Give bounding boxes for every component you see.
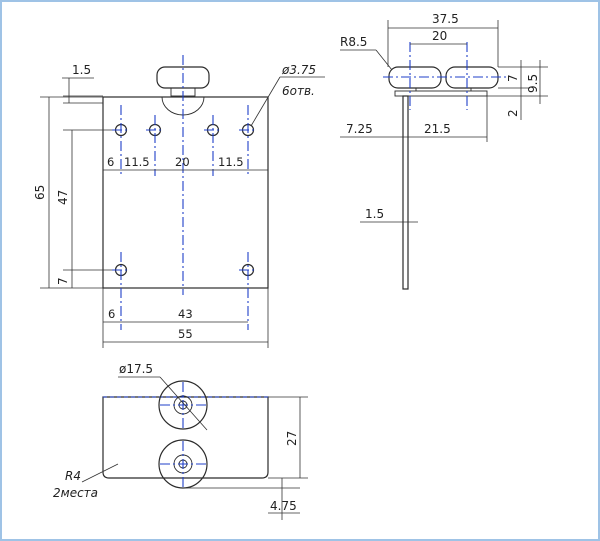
dim-11-5-left: 11.5 [124,155,150,169]
side-radius-label: R8.5 [340,35,367,49]
hole-centerlines [112,105,257,330]
dim-9-5: 9.5 [526,74,540,93]
dim-width-55: 55 [178,327,193,341]
dim-1-5: 1.5 [365,207,384,221]
dim-bottom-6: 6 [108,307,115,321]
dim-20-center: 20 [175,155,190,169]
dim-20: 20 [432,29,447,43]
dim-bottom-43: 43 [178,307,193,321]
bottom-view: ø17.5 27 4.75 R4 2места [53,362,308,520]
side-shoulder [394,90,488,97]
dim-7-25: 7.25 [346,122,373,136]
dim-bottom-7: 7 [56,277,70,285]
side-plate [402,95,409,290]
bottom-radius-note: 2места [53,486,98,500]
hole-callout-count: 6отв. [282,84,315,98]
front-view: 1.5 ø3.75 6отв. 6 11.5 20 11.5 65 47 7 6… [33,55,325,348]
bottom-radius-label: R4 [65,469,81,483]
dim-4-75: 4.75 [270,499,297,513]
side-view: 37.5 20 R8.5 7 9.5 2 7.25 21.5 1.5 [340,12,548,290]
front-plate-outline [102,96,269,289]
bottom-plate-outline [102,396,269,479]
dim-27: 27 [285,431,299,446]
dim-7: 7 [506,74,520,82]
front-holes [114,123,255,277]
hole-callout-diameter: ø3.75 [281,63,316,77]
dim-height-total: 65 [33,185,47,200]
dim-height-inner: 47 [56,190,70,205]
bottom-diameter-label: ø17.5 [119,362,153,376]
dim-37-5: 37.5 [432,12,459,26]
dim-2: 2 [506,109,520,117]
dim-11-5-right: 11.5 [218,155,244,169]
bottom-roller-top [158,380,208,430]
dim-21-5: 21.5 [424,122,451,136]
dim-top-offset: 1.5 [72,63,91,77]
dim-6-left: 6 [107,155,114,169]
side-roller-right [445,66,499,89]
